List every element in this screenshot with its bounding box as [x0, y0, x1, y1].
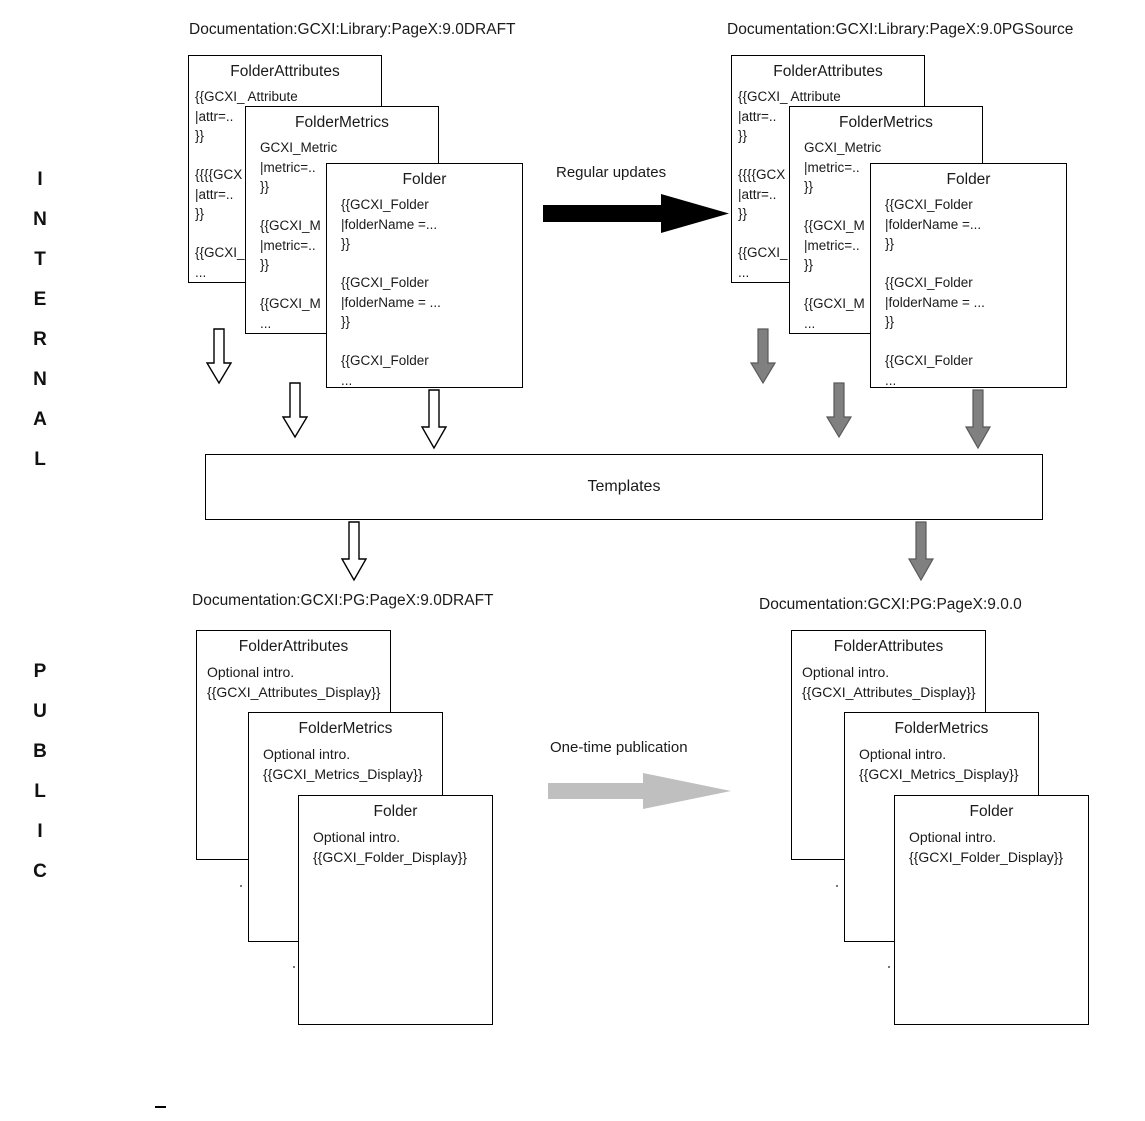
card-title: FolderAttributes — [833, 638, 944, 655]
templates-label: Templates — [587, 478, 661, 495]
one-time-publication-arrow — [548, 773, 731, 809]
rail-internal-letter-3: E — [33, 289, 47, 310]
rail-public: P U B L I C — [20, 652, 60, 892]
card-body: Optional intro. {{GCXI_Metrics_Display}} — [859, 746, 1019, 782]
gray-arrow-folder-down — [964, 389, 992, 450]
card-bottom-right-folder[interactable]: Folder Optional intro. {{GCXI_Folder_Dis… — [894, 795, 1089, 1025]
rail-public-letter-4: I — [37, 821, 43, 842]
rail-internal-letter-7: L — [34, 449, 46, 470]
card-body: GCXI_Metric |metric=.. }} {{GCXI_M |metr… — [260, 140, 338, 331]
card-body: Optional intro. {{GCXI_Attributes_Displa… — [802, 664, 976, 700]
card-corner-dot — [888, 966, 890, 968]
caption-top-right: Documentation:GCXI:Library:PageX:9.0PGSo… — [727, 21, 1074, 38]
card-body: Optional intro. {{GCXI_Folder_Display}} — [909, 829, 1064, 865]
card-top-right-folder[interactable]: Folder {{GCXI_Folder |folderName =... }}… — [870, 163, 1067, 388]
caption-top-left: Documentation:GCXI:Library:PageX:9.0DRAF… — [189, 21, 516, 38]
rail-internal-letter-2: T — [34, 249, 46, 270]
card-title: FolderAttributes — [773, 63, 883, 80]
label-one-time-publication: One-time publication — [550, 739, 688, 756]
rail-public-letter-5: C — [33, 861, 47, 882]
rail-internal-letter-1: N — [33, 209, 47, 230]
card-body: Optional intro. {{GCXI_Metrics_Display}} — [263, 746, 423, 782]
card-bottom-left-folder[interactable]: Folder Optional intro. {{GCXI_Folder_Dis… — [298, 795, 493, 1025]
card-title: Folder — [969, 803, 1014, 820]
rail-internal-letter-6: A — [33, 409, 47, 430]
caption-bottom-right: Documentation:GCXI:PG:PageX:9.0.0 — [759, 596, 1022, 613]
card-title: Folder — [373, 803, 418, 820]
rail-internal-letter-5: N — [33, 369, 47, 390]
card-title: FolderMetrics — [295, 114, 389, 131]
card-body: Optional intro. {{GCXI_Folder_Display}} — [313, 829, 468, 865]
rail-public-letter-3: L — [34, 781, 46, 802]
card-corner-dot — [240, 885, 242, 887]
card-title: Folder — [946, 171, 991, 188]
caption-bottom-left: Documentation:GCXI:PG:PageX:9.0DRAFT — [192, 592, 494, 609]
hollow-arrow-attributes-down — [205, 328, 233, 385]
card-corner-dot — [293, 966, 295, 968]
rail-public-letter-1: U — [33, 701, 47, 722]
regular-updates-arrow — [543, 194, 729, 233]
gray-arrow-attributes-down — [749, 328, 777, 385]
card-title: FolderAttributes — [230, 63, 340, 80]
rail-internal-letter-4: R — [33, 329, 47, 350]
card-top-left-folder[interactable]: Folder {{GCXI_Folder |folderName =... }}… — [326, 163, 523, 388]
card-title: FolderMetrics — [894, 720, 989, 737]
card-corner-dot — [836, 885, 838, 887]
stray-dash-mark — [155, 1106, 166, 1108]
rail-public-letter-2: B — [33, 741, 47, 762]
templates-bar[interactable]: Templates — [205, 454, 1043, 520]
card-title: FolderMetrics — [839, 114, 933, 131]
card-body: {{GCXI_Folder |folderName =... }} {{GCXI… — [885, 197, 985, 388]
rail-internal: I N T E R N A L — [20, 160, 60, 480]
gray-arrow-metrics-down — [825, 382, 853, 439]
rail-public-letter-0: P — [33, 661, 47, 682]
card-body: {{GCXI_ Attribute |attr=.. }} {{{{GCX |a… — [738, 89, 841, 280]
rail-internal-letter-0: I — [37, 169, 43, 190]
hollow-arrow-folder-down — [420, 389, 448, 450]
hollow-arrow-templates-to-draft — [340, 521, 368, 582]
card-title: Folder — [402, 171, 447, 188]
gray-arrow-templates-to-release — [907, 521, 935, 582]
label-regular-updates: Regular updates — [556, 164, 667, 181]
card-body: {{GCXI_ Attribute |attr=.. }} {{{{GCX |a… — [195, 89, 298, 280]
hollow-arrow-metrics-down — [281, 382, 309, 439]
card-body: {{GCXI_Folder |folderName =... }} {{GCXI… — [341, 197, 441, 388]
card-body: Optional intro. {{GCXI_Attributes_Displa… — [207, 664, 381, 700]
card-body: GCXI_Metric |metric=.. }} {{GCXI_M |metr… — [804, 140, 882, 331]
card-title: FolderAttributes — [238, 638, 349, 655]
card-title: FolderMetrics — [298, 720, 393, 737]
